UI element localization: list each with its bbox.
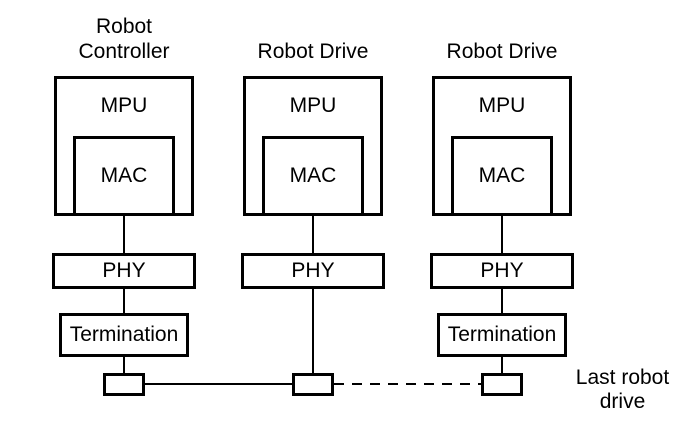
- connector-phy-termination: [501, 289, 503, 313]
- mac-box: MAC: [262, 136, 364, 216]
- termination-label: Termination: [447, 323, 557, 346]
- mpu-box: MPU MAC: [54, 76, 194, 216]
- mac-box: MAC: [451, 136, 553, 216]
- connector-phy-node: [312, 289, 314, 373]
- bus-node: [481, 373, 523, 396]
- phy-label: PHY: [102, 259, 146, 282]
- bus-line-solid: [144, 383, 292, 385]
- unit-title: Robot Controller: [78, 15, 170, 63]
- mpu-box: MPU MAC: [432, 76, 572, 216]
- connector-mpu-phy: [501, 216, 503, 253]
- termination-box: Termination: [59, 313, 189, 357]
- unit-title: Robot Drive: [257, 40, 369, 63]
- connector-mpu-phy: [123, 216, 125, 253]
- mac-label: MAC: [100, 164, 148, 187]
- phy-box: PHY: [52, 253, 196, 289]
- mpu-label: MPU: [100, 94, 148, 117]
- unit-title: Robot Drive: [446, 40, 558, 63]
- phy-label: PHY: [480, 259, 524, 282]
- connector-termination-node: [501, 357, 503, 373]
- bus-node: [103, 373, 145, 396]
- phy-label: PHY: [291, 259, 335, 282]
- phy-box: PHY: [430, 253, 574, 289]
- connector-termination-node: [123, 357, 125, 373]
- connector-mpu-phy: [312, 216, 314, 253]
- mpu-label: MPU: [478, 94, 526, 117]
- bus-node: [292, 373, 334, 396]
- connector-phy-termination: [123, 289, 125, 313]
- termination-box: Termination: [437, 313, 567, 357]
- last-robot-drive-label: Last robot drive: [575, 366, 670, 413]
- mac-label: MAC: [478, 164, 526, 187]
- mac-label: MAC: [289, 164, 337, 187]
- termination-label: Termination: [69, 323, 179, 346]
- bus-line-dashed: [334, 383, 482, 385]
- mpu-label: MPU: [289, 94, 337, 117]
- phy-box: PHY: [241, 253, 385, 289]
- mac-box: MAC: [73, 136, 175, 216]
- mpu-box: MPU MAC: [243, 76, 383, 216]
